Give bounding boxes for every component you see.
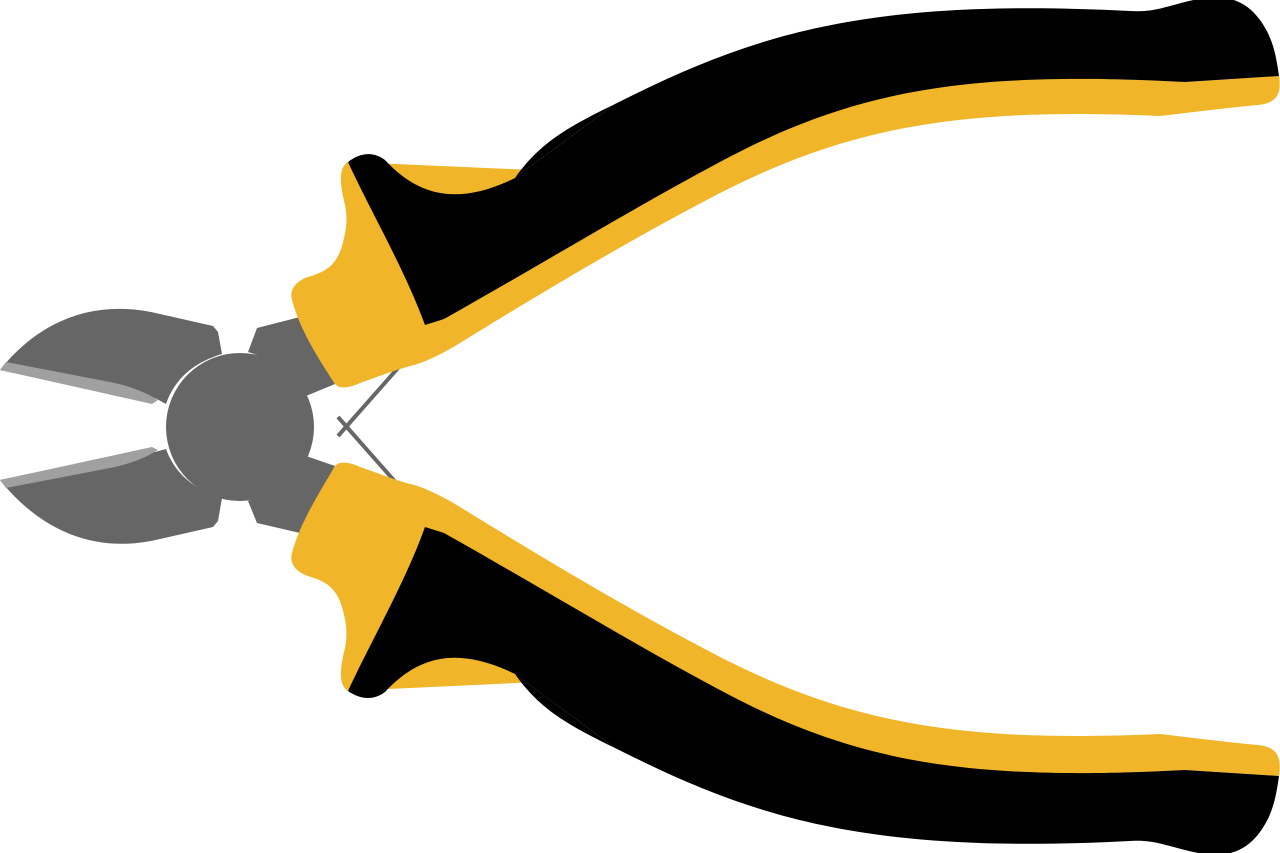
upper-handle-body <box>348 0 1279 325</box>
lower-handle-body <box>348 527 1279 853</box>
lower-jaw-cutting-edge <box>0 447 158 488</box>
upper-handle-body-fill <box>515 104 615 178</box>
upper-jaw-cutting-edge <box>0 362 158 404</box>
pivot-joint <box>166 353 314 501</box>
upper-neck <box>248 317 335 396</box>
spring-wire <box>336 366 400 487</box>
lower-neck <box>248 456 335 533</box>
lower-handle-body-fill <box>515 674 615 748</box>
